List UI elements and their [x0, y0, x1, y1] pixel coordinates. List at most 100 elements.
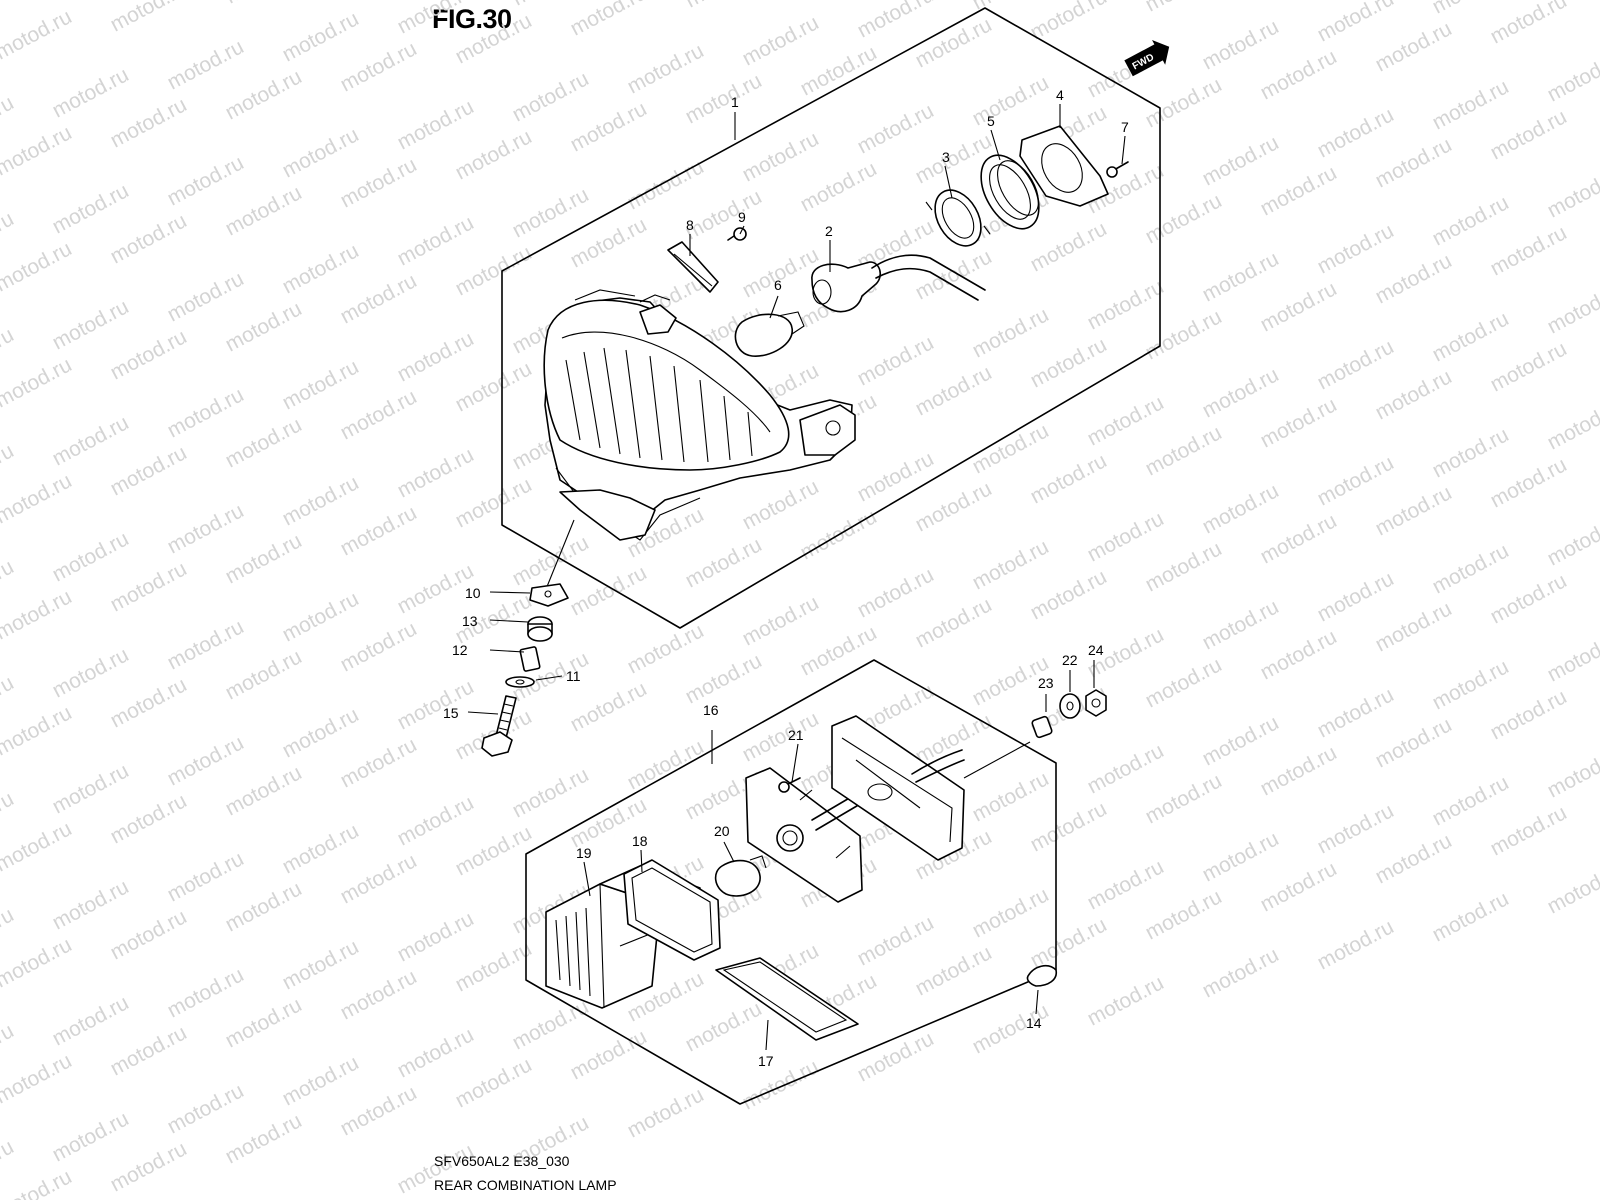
- watermark-text: motod.ru: [0, 0, 19, 6]
- watermark-text: motod.ru: [1429, 307, 1513, 366]
- callout-4: 4: [1056, 87, 1064, 103]
- watermark-text: motod.ru: [394, 907, 478, 966]
- watermark-text: motod.ru: [854, 911, 938, 970]
- watermark-text: motod.ru: [222, 529, 306, 588]
- rubber-plate: [831, 715, 965, 861]
- watermark-text: motod.ru: [912, 245, 996, 304]
- watermark-text: motod.ru: [1544, 395, 1600, 454]
- watermark-text: motod.ru: [1027, 797, 1111, 856]
- watermark-text: motod.ru: [1429, 539, 1513, 598]
- bracket-part-8: [667, 241, 719, 293]
- watermark-text: motod.ru: [1487, 569, 1571, 628]
- watermark-text: motod.ru: [164, 499, 248, 558]
- watermark-text: motod.ru: [509, 67, 593, 126]
- watermark-text: motod.ru: [1314, 451, 1398, 510]
- watermark-text: motod.ru: [1199, 711, 1283, 770]
- axis-line-nuts: [963, 741, 1031, 779]
- leader-lines-1: [689, 104, 1126, 319]
- watermark-text: motod.ru: [337, 269, 421, 328]
- watermark-text: motod.ru: [1027, 449, 1111, 508]
- watermark-text: motod.ru: [1314, 567, 1398, 626]
- callout-23: 23: [1038, 675, 1054, 691]
- callout-3: 3: [942, 149, 950, 165]
- watermark-text: motod.ru: [1027, 217, 1111, 276]
- watermark-text: motod.ru: [739, 475, 823, 534]
- callout-24: 24: [1088, 642, 1104, 658]
- watermark-text: motod.ru: [0, 237, 76, 296]
- lens-plate-part-17: [715, 957, 859, 1041]
- watermark-text: motod.ru: [1429, 191, 1513, 250]
- watermark-text: motod.ru: [337, 385, 421, 444]
- lock-ring-part-3: [925, 189, 991, 247]
- watermark-text: motod.ru: [739, 1055, 823, 1114]
- watermark-text: motod.ru: [682, 533, 766, 592]
- watermark-text: motod.ru: [624, 619, 708, 678]
- watermark-text: motod.ru: [279, 471, 363, 530]
- callout-7: 7: [1121, 119, 1129, 135]
- screw-part-9: [727, 227, 747, 241]
- lamp-housing-part-1: [543, 289, 856, 541]
- gasket-part-5: [980, 154, 1040, 230]
- watermark-text: motod.ru: [509, 0, 593, 10]
- watermark-text: motod.ru: [0, 933, 76, 992]
- watermark-text: motod.ru: [1142, 537, 1226, 596]
- watermark-text: motod.ru: [222, 761, 306, 820]
- watermark-text: motod.ru: [509, 763, 593, 822]
- watermark-text: motod.ru: [0, 353, 76, 412]
- watermark-text: motod.ru: [279, 123, 363, 182]
- watermark-text: motod.ru: [222, 413, 306, 472]
- grommet-part-13: [527, 616, 553, 642]
- watermark-text: motod.ru: [164, 963, 248, 1022]
- watermark-text: motod.ru: [222, 993, 306, 1052]
- figure-label: FIG.30: [432, 4, 512, 34]
- watermark-text: motod.ru: [509, 531, 593, 590]
- watermark-text: motod.ru: [0, 91, 18, 150]
- watermark-text: motod.ru: [452, 9, 536, 68]
- watermark-text: motod.ru: [0, 817, 76, 876]
- cushion-part-10: [529, 583, 569, 607]
- watermark-text: motod.ru: [279, 239, 363, 298]
- watermark-text: motod.ru: [797, 621, 881, 680]
- watermark-text: motod.ru: [337, 733, 421, 792]
- callout-numbers: 1 2 3 4 5 6 7 8 9 10 11 12 13 14 15 16 1…: [443, 87, 1129, 1069]
- watermark-text: motod.ru: [452, 473, 536, 532]
- watermark-text: motod.ru: [969, 767, 1053, 826]
- watermark-text: motod.ru: [1429, 423, 1513, 482]
- watermark-text: motod.ru: [0, 787, 18, 846]
- license-lamp-group: [525, 659, 1107, 1105]
- watermark-text: motod.ru: [107, 441, 191, 500]
- watermark-text: motod.ru: [1084, 739, 1168, 798]
- watermark-text: motod.ru: [1199, 479, 1283, 538]
- watermark-text: motod.ru: [337, 37, 421, 96]
- callout-19: 19: [576, 845, 592, 861]
- watermark-text: motod.ru: [1429, 887, 1513, 946]
- watermark-text: motod.ru: [337, 849, 421, 908]
- watermark-text: motod.ru: [222, 877, 306, 936]
- collar-part-12: [519, 646, 541, 672]
- callout-6: 6: [774, 277, 782, 293]
- watermark-text: motod.ru: [222, 181, 306, 240]
- watermark-text: motod.ru: [452, 125, 536, 184]
- watermark-text: motod.ru: [1142, 73, 1226, 132]
- watermark-text: motod.ru: [1257, 393, 1341, 452]
- watermark-text: motod.ru: [567, 1025, 651, 1084]
- watermark-text: motod.ru: [1372, 365, 1456, 424]
- watermark-text: motod.ru: [1544, 859, 1600, 918]
- watermark-text: motod.ru: [969, 303, 1053, 362]
- watermark-text: motod.ru: [1429, 0, 1513, 18]
- bulb-socket-part-2: [811, 254, 986, 313]
- watermark-text: motod.ru: [49, 643, 133, 702]
- watermark-text: motod.ru: [912, 361, 996, 420]
- watermark-text: motod.ru: [164, 267, 248, 326]
- callout-14: 14: [1026, 1015, 1042, 1031]
- nut-part-24: [1085, 689, 1107, 717]
- watermark-text: motod.ru: [49, 527, 133, 586]
- watermark-text: motod.ru: [1544, 279, 1600, 338]
- callout-16: 16: [703, 702, 719, 718]
- watermark-text: motod.ru: [739, 591, 823, 650]
- watermark-text: motod.ru: [279, 7, 363, 66]
- watermark-text: motod.ru: [49, 1107, 133, 1166]
- callout-9: 9: [738, 209, 746, 225]
- watermark-text: motod.ru: [682, 997, 766, 1056]
- watermark-text: motod.ru: [567, 213, 651, 272]
